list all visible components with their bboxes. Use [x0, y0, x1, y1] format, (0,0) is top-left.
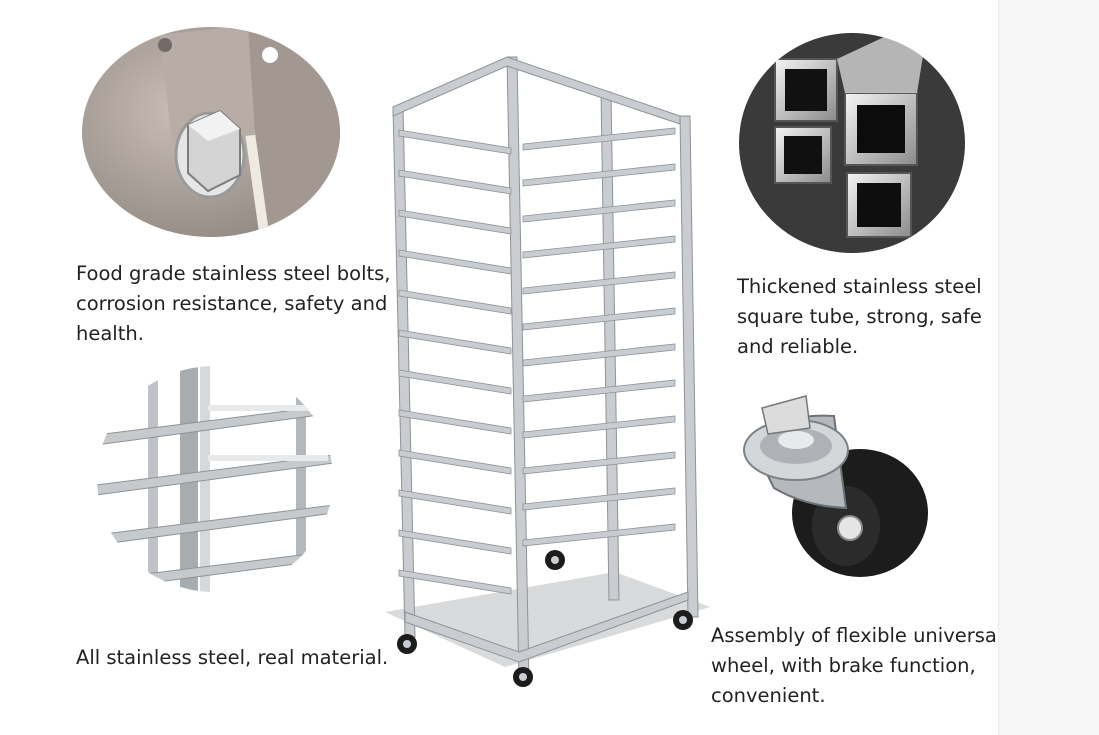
feature-caption-tube: Thickened stainless steel square tube, s… — [737, 275, 982, 358]
rack-shelf-left-12 — [398, 569, 512, 595]
rack-shelf-left-9 — [398, 449, 512, 475]
rack-shelf-left-3 — [398, 209, 512, 235]
rack-shelf-right-9 — [522, 415, 676, 439]
rack-shelf-right-2 — [522, 163, 676, 187]
rack-shelf-right-8 — [522, 379, 676, 403]
rack-bottom-frame — [404, 591, 689, 663]
rack-shelf-right-10 — [522, 451, 676, 475]
rack-top-frame — [392, 56, 681, 125]
feature-caption-material: All stainless steel, real material. — [76, 646, 389, 669]
rack-wheel-hub-4 — [551, 556, 559, 564]
rack-post-4 — [679, 115, 699, 618]
caster-wheel-closeup-icon — [743, 395, 928, 577]
rack-shelf-left-5 — [398, 289, 512, 315]
rack-wheel-hub-2 — [519, 673, 527, 681]
right-margin — [998, 0, 1099, 735]
shelf-rails-closeup-icon — [97, 366, 333, 592]
rack-wheel-hub-1 — [403, 640, 411, 648]
feature-caption-wheel: Assembly of flexible universal wheel, wi… — [711, 624, 1003, 707]
rack-shelf-left-10 — [398, 489, 512, 515]
rack-shelf-left-11 — [398, 529, 512, 555]
rack-post-3 — [600, 91, 620, 601]
rack-shelf-left-4 — [398, 249, 512, 275]
rack-shelf-left-2 — [398, 169, 512, 195]
rack-shelf-right-12 — [522, 523, 676, 547]
rack-shelf-left-1 — [398, 129, 512, 155]
rack-shelf-right-4 — [522, 235, 676, 259]
rack-shelf-right-3 — [522, 199, 676, 223]
rack-shelf-right-7 — [522, 343, 676, 367]
rack-shelf-left-7 — [398, 369, 512, 395]
rack-shelf-right-6 — [522, 307, 676, 331]
rack-shelf-right-1 — [522, 127, 676, 151]
bolt-closeup-icon — [82, 27, 340, 237]
rack-shelf-right-11 — [522, 487, 676, 511]
rack-shelf-left-6 — [398, 329, 512, 355]
baking-tray-rack-icon — [385, 56, 710, 687]
square-tube-closeup-icon — [739, 33, 965, 253]
feature-caption-bolts: Food grade stainless steel bolts, corros… — [76, 262, 391, 345]
rack-shelf-right-5 — [522, 271, 676, 295]
rack-shelf-left-8 — [398, 409, 512, 435]
rack-wheel-hub-3 — [679, 616, 687, 624]
product-feature-panel: Food grade stainless steel bolts, corros… — [76, 27, 1003, 707]
